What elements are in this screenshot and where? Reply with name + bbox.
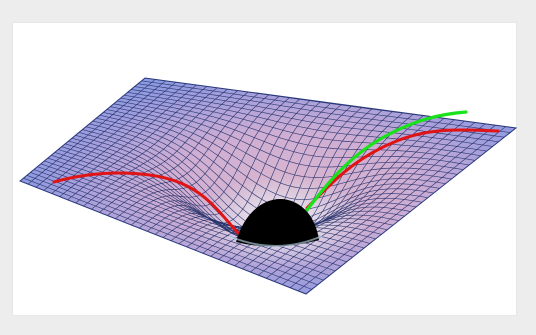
gravity-well-diagram xyxy=(0,0,536,335)
figure-stage xyxy=(0,0,536,335)
